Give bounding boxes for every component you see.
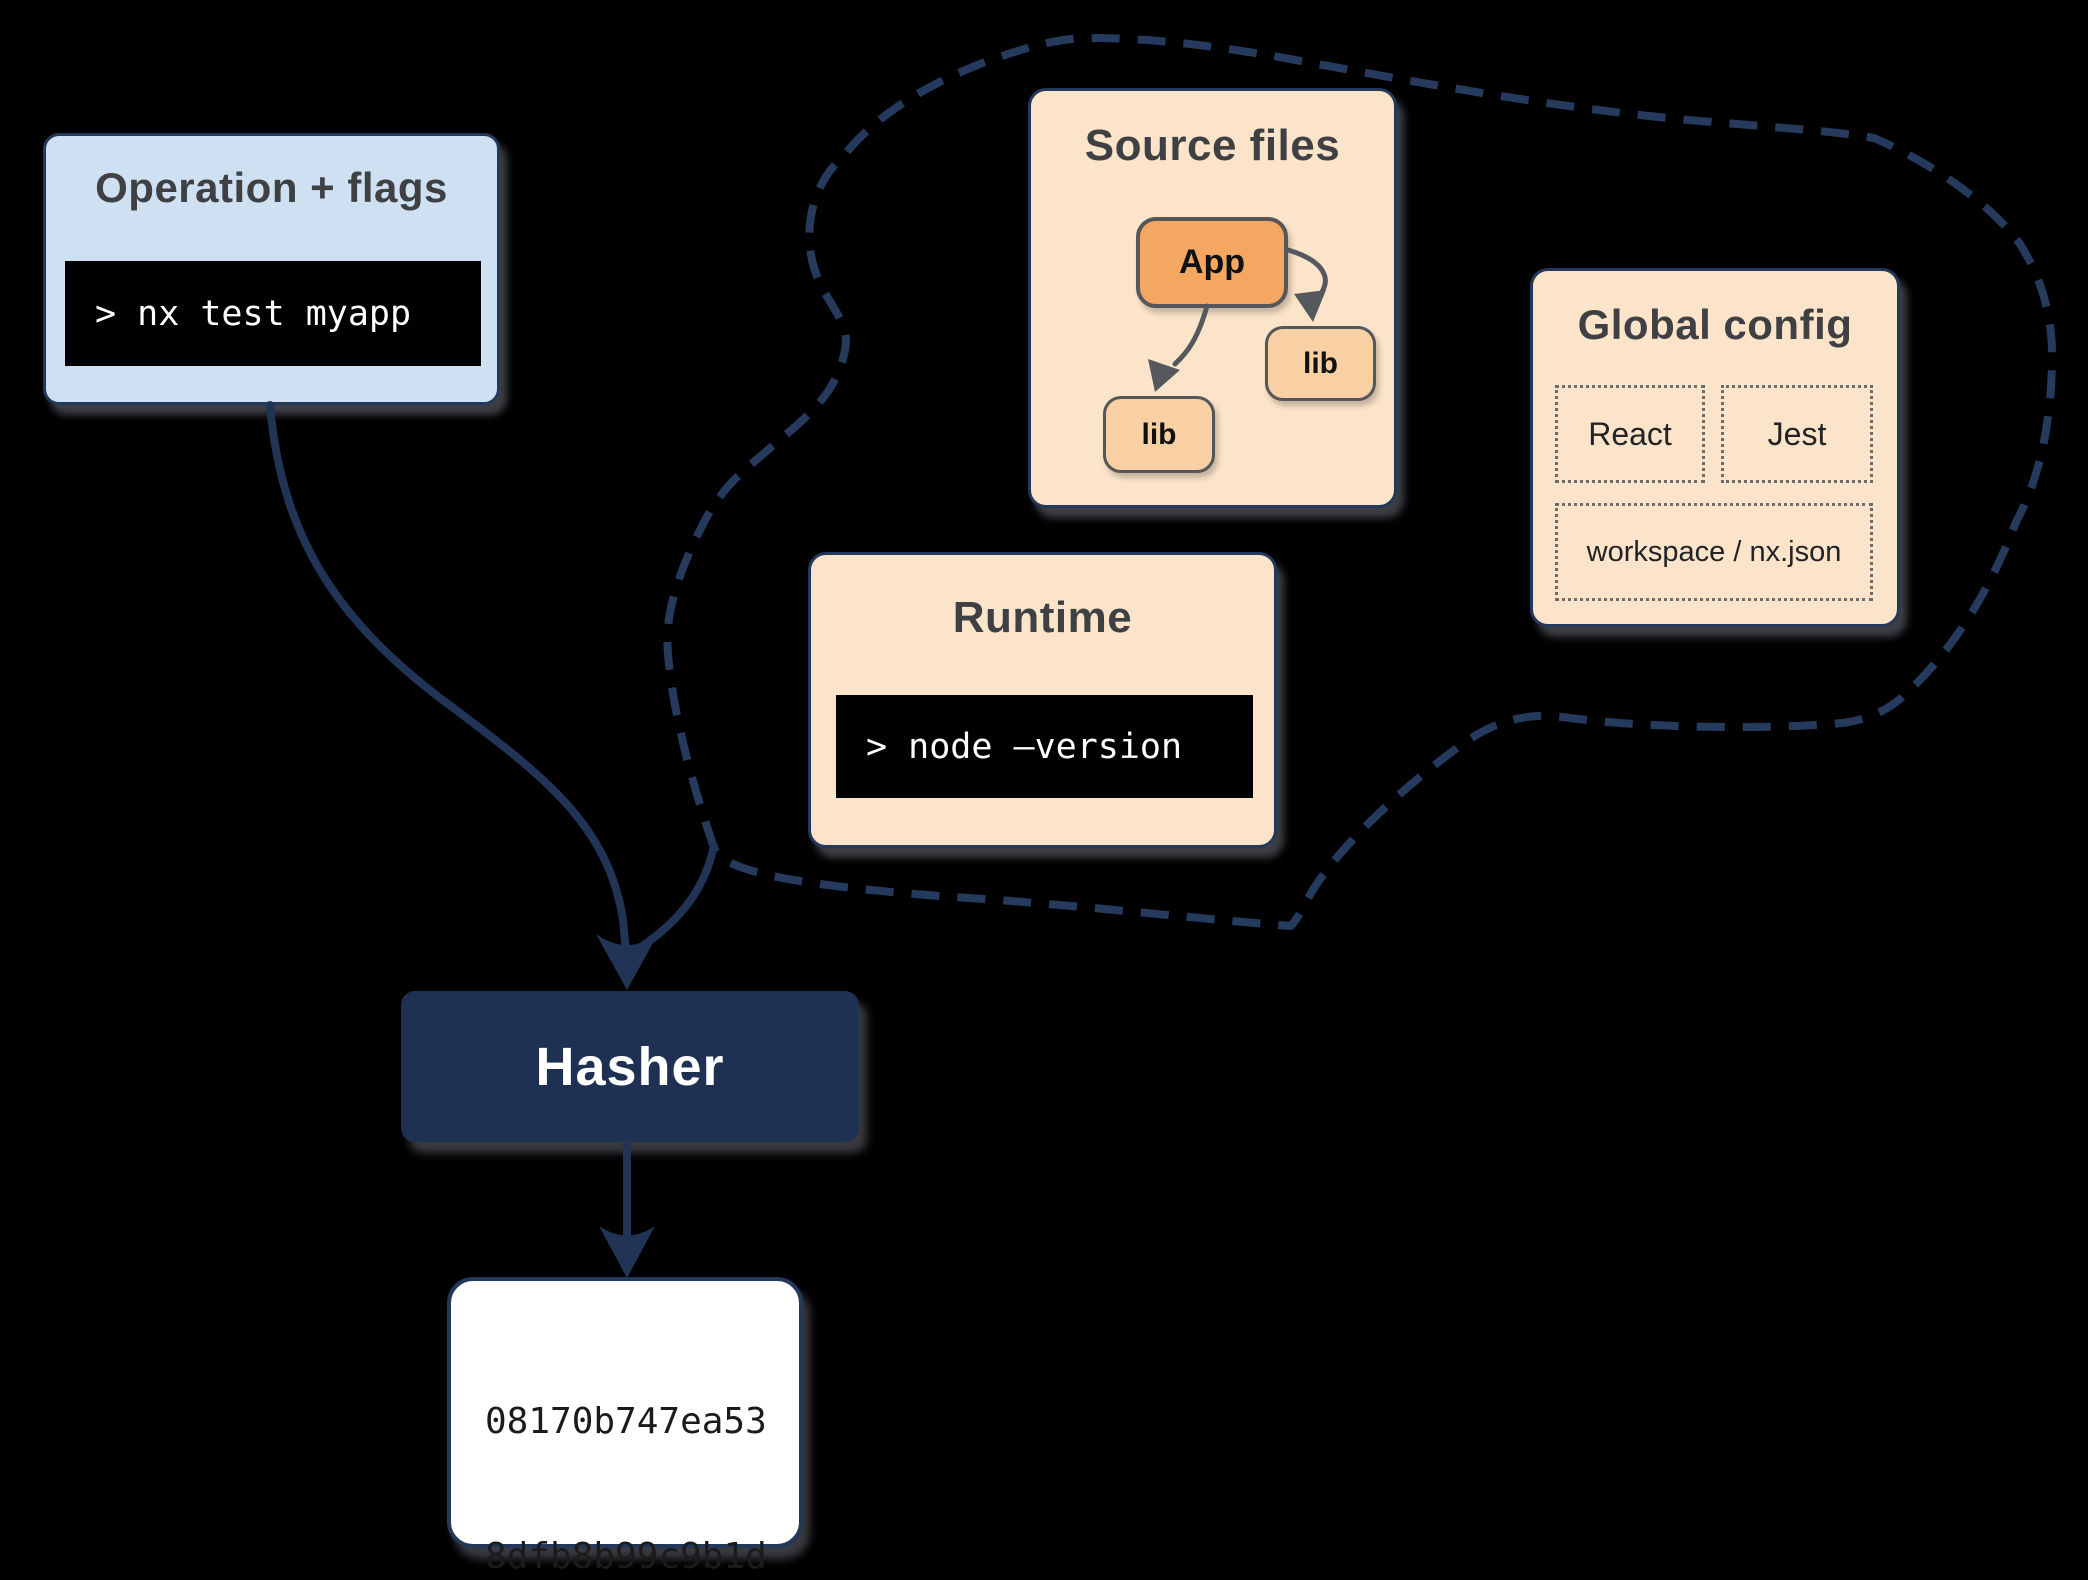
lib-node-right: lib bbox=[1265, 326, 1376, 401]
workspace-label: workspace / nx.json bbox=[1586, 535, 1842, 568]
global-config-card: Global config React Jest workspace / nx.… bbox=[1530, 268, 1900, 627]
operation-flags-card: Operation + flags > nx test myapp bbox=[43, 133, 500, 405]
runtime-terminal: > node –version bbox=[836, 695, 1253, 798]
jest-label: Jest bbox=[1767, 415, 1827, 452]
operation-command-text: > nx test myapp bbox=[95, 293, 412, 334]
hash-output-arrowhead bbox=[599, 1226, 655, 1278]
runtime-command-text: > node –version bbox=[866, 726, 1183, 767]
lib-node-left-label: lib bbox=[1141, 417, 1177, 451]
hasher-input-arrowhead bbox=[596, 934, 658, 990]
hasher-node: Hasher bbox=[401, 991, 859, 1142]
react-label: React bbox=[1588, 415, 1672, 452]
operation-flags-title: Operation + flags bbox=[95, 164, 448, 211]
hash-output-box: 08170b747ea53 8dfb8b99c9b1d ae8677e8f8bd… bbox=[447, 1277, 803, 1577]
lib-node-left: lib bbox=[1103, 396, 1215, 473]
lib-node-right-label: lib bbox=[1303, 346, 1338, 380]
app-node: App bbox=[1136, 217, 1288, 308]
operation-terminal: > nx test myapp bbox=[65, 261, 481, 366]
runtime-card: Runtime > node –version bbox=[808, 552, 1277, 848]
global-config-item-workspace: workspace / nx.json bbox=[1555, 503, 1873, 601]
hash-line: 08170b747ea53 bbox=[485, 1401, 767, 1442]
cloud-to-hasher-line bbox=[633, 842, 718, 954]
hasher-label: Hasher bbox=[535, 1036, 725, 1097]
runtime-title: Runtime bbox=[952, 593, 1133, 642]
source-files-title: Source files bbox=[1084, 121, 1341, 170]
operation-to-hasher-line bbox=[266, 401, 630, 956]
global-config-item-react: React bbox=[1555, 385, 1705, 483]
source-files-card: Source files App lib lib bbox=[1028, 88, 1397, 508]
hash-line: 8dfb8b99c9b1d bbox=[485, 1536, 767, 1577]
global-config-title: Global config bbox=[1577, 301, 1853, 348]
app-node-label: App bbox=[1178, 243, 1246, 281]
global-config-item-jest: Jest bbox=[1721, 385, 1873, 483]
